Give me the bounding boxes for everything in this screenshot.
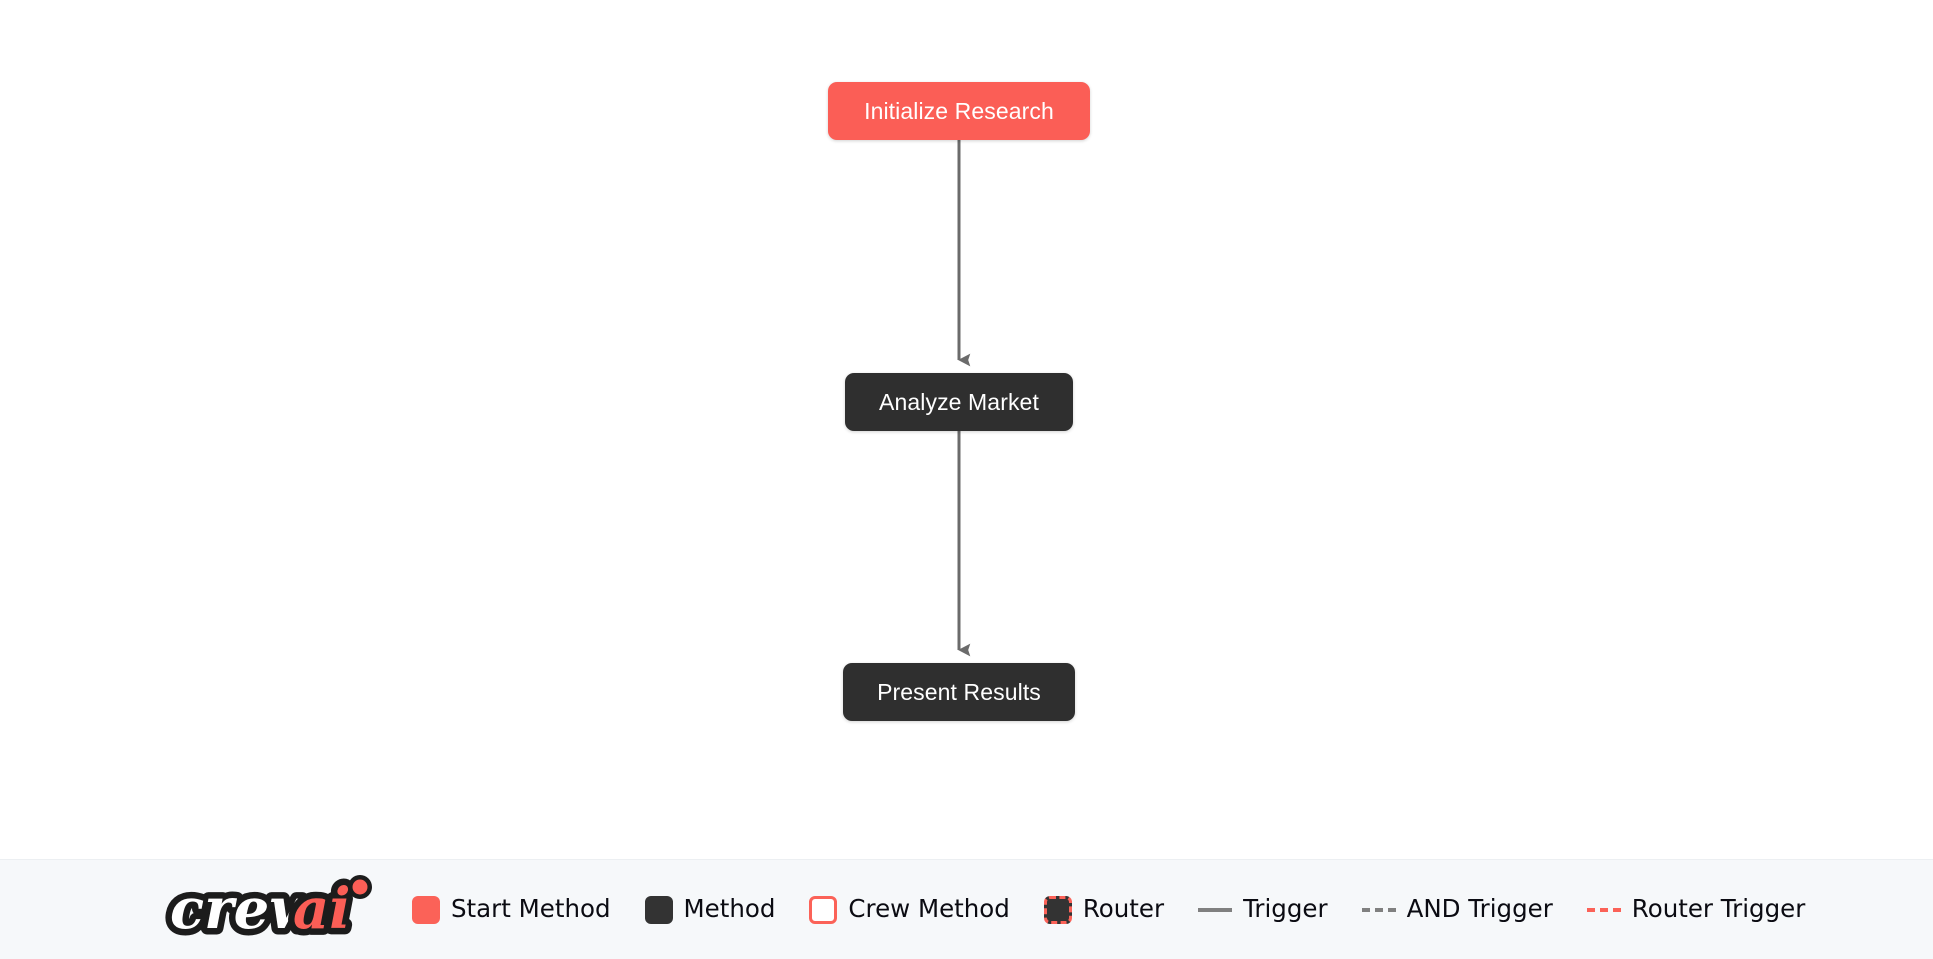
and-trigger-line-icon bbox=[1361, 907, 1396, 912]
crewai-logo: crew crew ai ai bbox=[164, 874, 382, 946]
flow-node-present-results[interactable]: Present Results bbox=[843, 663, 1075, 721]
svg-text:crew: crew bbox=[170, 876, 319, 942]
legend-item-crew-method: Crew Method bbox=[809, 894, 1010, 924]
legend-bar: crew crew ai ai Start Method Method bbox=[0, 859, 1933, 959]
legend-label: Method bbox=[683, 894, 776, 924]
logo-text-crew: crew bbox=[170, 876, 319, 942]
legend-label: Crew Method bbox=[848, 894, 1010, 924]
legend-items: Start Method Method Crew Method Router T… bbox=[412, 894, 1806, 924]
legend-item-start-method: Start Method bbox=[412, 894, 611, 924]
legend-item-method: Method bbox=[644, 894, 776, 924]
flow-node-initialize-research[interactable]: Initialize Research bbox=[828, 82, 1090, 140]
legend-label: Start Method bbox=[451, 894, 611, 924]
legend-item-router: Router bbox=[1043, 894, 1165, 924]
flow-canvas[interactable]: Initialize Research Analyze Market Prese… bbox=[0, 0, 1933, 859]
logo-text-ai: ai bbox=[293, 876, 351, 942]
legend-label: AND Trigger bbox=[1406, 894, 1553, 924]
legend-item-trigger: Trigger bbox=[1198, 897, 1328, 922]
flow-node-label: Analyze Market bbox=[879, 388, 1039, 415]
legend-label: Trigger bbox=[1243, 894, 1328, 924]
flow-node-label: Initialize Research bbox=[864, 97, 1054, 124]
legend-label: Router Trigger bbox=[1631, 894, 1806, 924]
start-method-swatch-icon bbox=[412, 895, 440, 924]
flow-node-analyze-market[interactable]: Analyze Market bbox=[845, 373, 1073, 431]
router-trigger-line-icon bbox=[1586, 907, 1621, 912]
legend-label: Router bbox=[1082, 894, 1165, 924]
flow-node-label: Present Results bbox=[877, 678, 1041, 705]
router-swatch-icon bbox=[1043, 895, 1072, 924]
trigger-line-icon bbox=[1198, 907, 1233, 912]
legend-item-router-trigger: Router Trigger bbox=[1586, 894, 1806, 924]
svg-text:ai: ai bbox=[293, 876, 351, 942]
legend-item-and-trigger: AND Trigger bbox=[1361, 894, 1553, 924]
crew-method-swatch-icon bbox=[809, 895, 838, 924]
method-swatch-icon bbox=[644, 895, 673, 924]
